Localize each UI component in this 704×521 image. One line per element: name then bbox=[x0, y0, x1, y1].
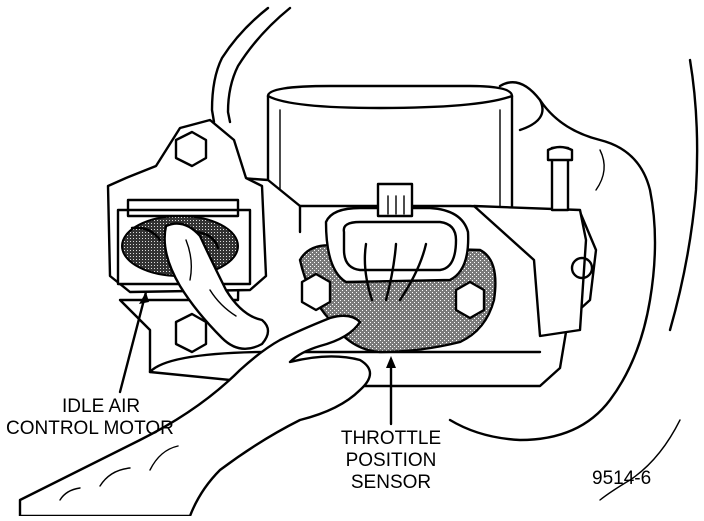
iac-label-line2: CONTROL MOTOR bbox=[6, 418, 174, 439]
tps-label-line1: THROTTLE bbox=[340, 428, 442, 449]
iac-label-line1: IDLE AIR bbox=[62, 396, 141, 417]
left-hand-with-rag bbox=[18, 222, 372, 518]
air-horn bbox=[266, 84, 514, 222]
leader-lines bbox=[118, 290, 396, 426]
tps-label-line3: SENSOR bbox=[350, 472, 432, 493]
tps-label-line2: POSITION bbox=[345, 450, 437, 471]
right-hand bbox=[448, 58, 699, 501]
figure-number: 9514-6 bbox=[592, 468, 652, 489]
vacuum-hose bbox=[210, 6, 292, 124]
